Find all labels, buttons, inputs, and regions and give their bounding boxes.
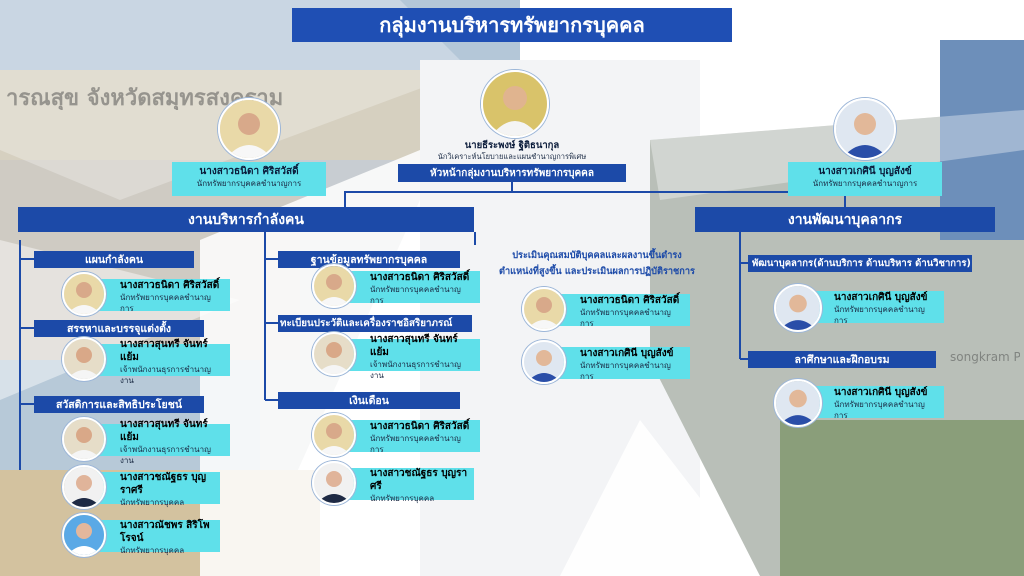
person-position: นักทรัพยากรบุคคลชำนาญการ <box>370 285 461 305</box>
avatar <box>218 98 280 160</box>
person-name: นางสาวเกศินี บุญสังข์ <box>834 387 928 398</box>
section-evaluation: ประเมินคุณสมบัติบุคคลและผลงานขึ้นดำรง ตำ… <box>470 248 724 284</box>
avatar <box>62 513 106 557</box>
avatar <box>312 413 356 457</box>
person-name: นางสาวชณัฐธร บุญราศรี <box>370 468 468 492</box>
background-sign: ารณสุข จังหวัดสมุทรสงคราม <box>6 86 284 110</box>
avatar <box>834 98 896 160</box>
person-name: นางสาวธนิดา ศิริสวัสดิ์ <box>199 166 299 177</box>
person-card: นางสาวชณัฐธร บุญราศรี นักทรัพยากรบุคคล <box>80 472 220 507</box>
person-position: นักทรัพยากรบุคคลชำนาญการ <box>370 434 461 454</box>
person-position: นักทรัพยากรบุคคลชำนาญการ <box>580 308 671 328</box>
avatar <box>312 264 356 308</box>
person-name: นางสาวธนิดา ศิริสวัสดิ์ <box>120 280 220 291</box>
person-position: เจ้าพนักงานธุรการชำนาญงาน <box>120 364 211 385</box>
person-name: นางสาวธนิดา ศิริสวัสดิ์ <box>370 421 470 432</box>
person-position: นักทรัพยากรบุคคลชำนาญการ <box>812 179 918 188</box>
person-card: นางสาวสุนทรี จันทร์แย้ม เจ้าพนักงานธุรกา… <box>80 339 230 385</box>
person-position: นักทรัพยากรบุคคลชำนาญการ <box>120 293 211 313</box>
head-role-bar: หัวหน้ากลุ่มงานบริหารทรัพยากรบุคคล <box>398 164 626 182</box>
person-name: นางสาวสุนทรี จันทร์แย้ม <box>120 338 208 363</box>
person-name: นางสาวสุนทรี จันทร์แย้ม <box>120 418 208 443</box>
head-name: นายธีระพงษ์ ฐิติธนากุล <box>464 140 560 151</box>
left-division-bar: งานบริหารกำลังคน <box>18 207 474 232</box>
right-division-bar: งานพัฒนาบุคลากร <box>695 207 995 232</box>
page-title: กลุ่มงานบริหารทรัพยากรบุคคล <box>292 8 732 42</box>
avatar <box>312 332 356 376</box>
background-sign-right: songkram P <box>950 350 1020 364</box>
person-position: นักทรัพยากรบุคคลชำนาญการ <box>196 179 302 188</box>
avatar <box>62 465 106 509</box>
section-evaluation-line2: ตำแหน่งที่สูงขึ้น และประเมินผลการปฏิบัติ… <box>499 266 695 277</box>
section-salary: เงินเดือน <box>278 392 460 409</box>
section-registry: ทะเบียนประวัติและเครื่องราชอิสริยาภรณ์ <box>278 315 472 332</box>
person-name: นางสาวเกศินี บุญสังข์ <box>834 292 928 303</box>
person-position: นักทรัพยากรบุคคล <box>370 494 435 503</box>
person-name: นางสาวเกศินี บุญสังข์ <box>580 348 674 359</box>
person-name: นางสาวเกศินี บุญสังข์ <box>818 166 912 177</box>
person-position: เจ้าพนักงานธุรการชำนาญงาน <box>370 359 461 380</box>
person-position: เจ้าพนักงานธุรการชำนาญงาน <box>120 444 211 465</box>
section-training: ลาศึกษาและฝึกอบรม <box>748 351 936 368</box>
person-position: นักทรัพยากรบุคคล <box>120 546 185 555</box>
avatar <box>522 340 566 384</box>
section-develop: พัฒนาบุคลากร(ด้านบริการ ด้านบริหาร ด้านว… <box>748 255 972 272</box>
section-database: ฐานข้อมูลทรัพยากรบุคคล <box>278 251 460 268</box>
person-name: นางสาวสุนทรี จันทร์แย้ม <box>370 333 458 358</box>
person-name: นางสาวชณัฐธร บุญราศรี <box>120 472 207 496</box>
head-position: นักวิเคราะห์นโยบายและแผนชำนาญการพิเศษ <box>437 152 587 161</box>
top-left-card: นางสาวธนิดา ศิริสวัสดิ์ นักทรัพยากรบุคคล… <box>172 162 326 196</box>
person-name: นางสาวธนิดา ศิริสวัสดิ์ <box>580 295 680 306</box>
avatar <box>62 272 106 316</box>
section-evaluation-line1: ประเมินคุณสมบัติบุคคลและผลงานขึ้นดำรง <box>512 250 682 261</box>
avatar <box>62 417 106 461</box>
top-right-card: นางสาวเกศินี บุญสังข์ นักทรัพยากรบุคคลชำ… <box>788 162 942 196</box>
avatar <box>62 337 106 381</box>
person-position: นักทรัพยากรบุคคลชำนาญการ <box>580 361 671 381</box>
avatar <box>312 461 356 505</box>
person-name: นางสาวธนิดา ศิริสวัสดิ์ <box>370 272 470 283</box>
avatar <box>774 379 822 427</box>
avatar <box>522 287 566 331</box>
section-manpower: แผนกำลังคน <box>34 251 194 268</box>
avatar <box>481 70 549 138</box>
person-name: นางสาวณัชพร สิริโพโรจน์ <box>120 520 210 544</box>
person-position: นักทรัพยากรบุคคลชำนาญการ <box>834 305 925 325</box>
person-position: นักทรัพยากรบุคคล <box>120 498 185 507</box>
person-position: นักทรัพยากรบุคคลชำนาญการ <box>834 400 925 420</box>
section-welfare: สวัสดิการและสิทธิประโยชน์ <box>34 396 204 413</box>
section-recruit: สรรหาและบรรจุแต่งตั้ง <box>34 320 204 337</box>
avatar <box>774 284 822 332</box>
